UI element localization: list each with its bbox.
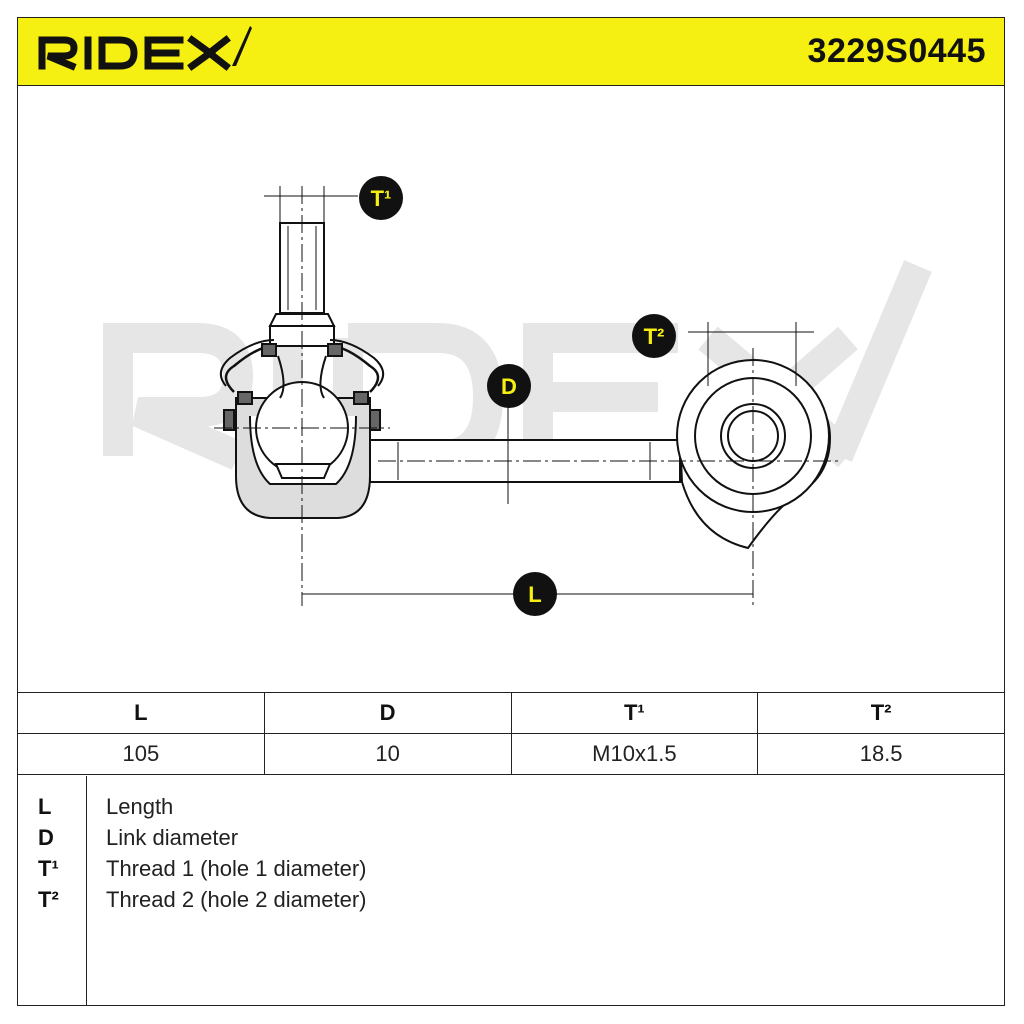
legend-item: D Link diameter — [18, 825, 1004, 856]
centerlines — [214, 186, 838, 606]
legend-code: T¹ — [38, 856, 59, 881]
legend-description: Thread 1 (hole 1 diameter) — [106, 856, 367, 881]
spec-value-length: 105 — [17, 733, 265, 775]
part-number: 3229S0445 — [807, 32, 986, 70]
spec-header-thread-2: T² — [757, 692, 1005, 734]
legend-divider — [86, 776, 87, 1005]
spec-table: L D T¹ T² 105 10 M10x1.5 18.5 — [17, 692, 1005, 775]
callout-t1-label: T¹ — [371, 186, 392, 211]
callout-t1: T¹ — [359, 176, 403, 220]
header-bar — [17, 17, 1005, 86]
callout-l: L — [513, 572, 557, 616]
legend-code: D — [38, 825, 54, 850]
technical-drawing: T¹ T² D L — [103, 176, 932, 616]
legend-description: Thread 2 (hole 2 diameter) — [106, 887, 367, 912]
spec-header-thread-1: T¹ — [510, 692, 759, 734]
legend: L Length D Link diameter T¹ Thread 1 (ho… — [17, 776, 1005, 1006]
legend-item: T² Thread 2 (hole 2 diameter) — [18, 887, 1004, 918]
legend-code: L — [38, 794, 52, 819]
callout-t2: T² — [632, 314, 676, 358]
callout-d: D — [487, 364, 531, 408]
legend-description: Length — [106, 794, 174, 819]
ridex-logo — [38, 26, 252, 71]
spec-value-thread-1: M10x1.5 — [510, 733, 759, 775]
spec-header-length: L — [17, 692, 265, 734]
spec-value-thread-2: 18.5 — [757, 733, 1005, 775]
spec-value-diameter: 10 — [263, 733, 512, 775]
callout-t2-label: T² — [644, 324, 665, 349]
spec-header-diameter: D — [263, 692, 512, 734]
legend-item: L Length — [18, 794, 1004, 825]
legend-description: Link diameter — [106, 825, 239, 850]
spec-table-header-row: L D T¹ T² — [17, 692, 1005, 734]
callout-l-label: L — [528, 582, 541, 607]
spec-table-value-row: 105 10 M10x1.5 18.5 — [17, 733, 1005, 775]
legend-code: T² — [38, 887, 59, 912]
callout-d-label: D — [501, 374, 517, 399]
legend-item: T¹ Thread 1 (hole 1 diameter) — [18, 856, 1004, 887]
